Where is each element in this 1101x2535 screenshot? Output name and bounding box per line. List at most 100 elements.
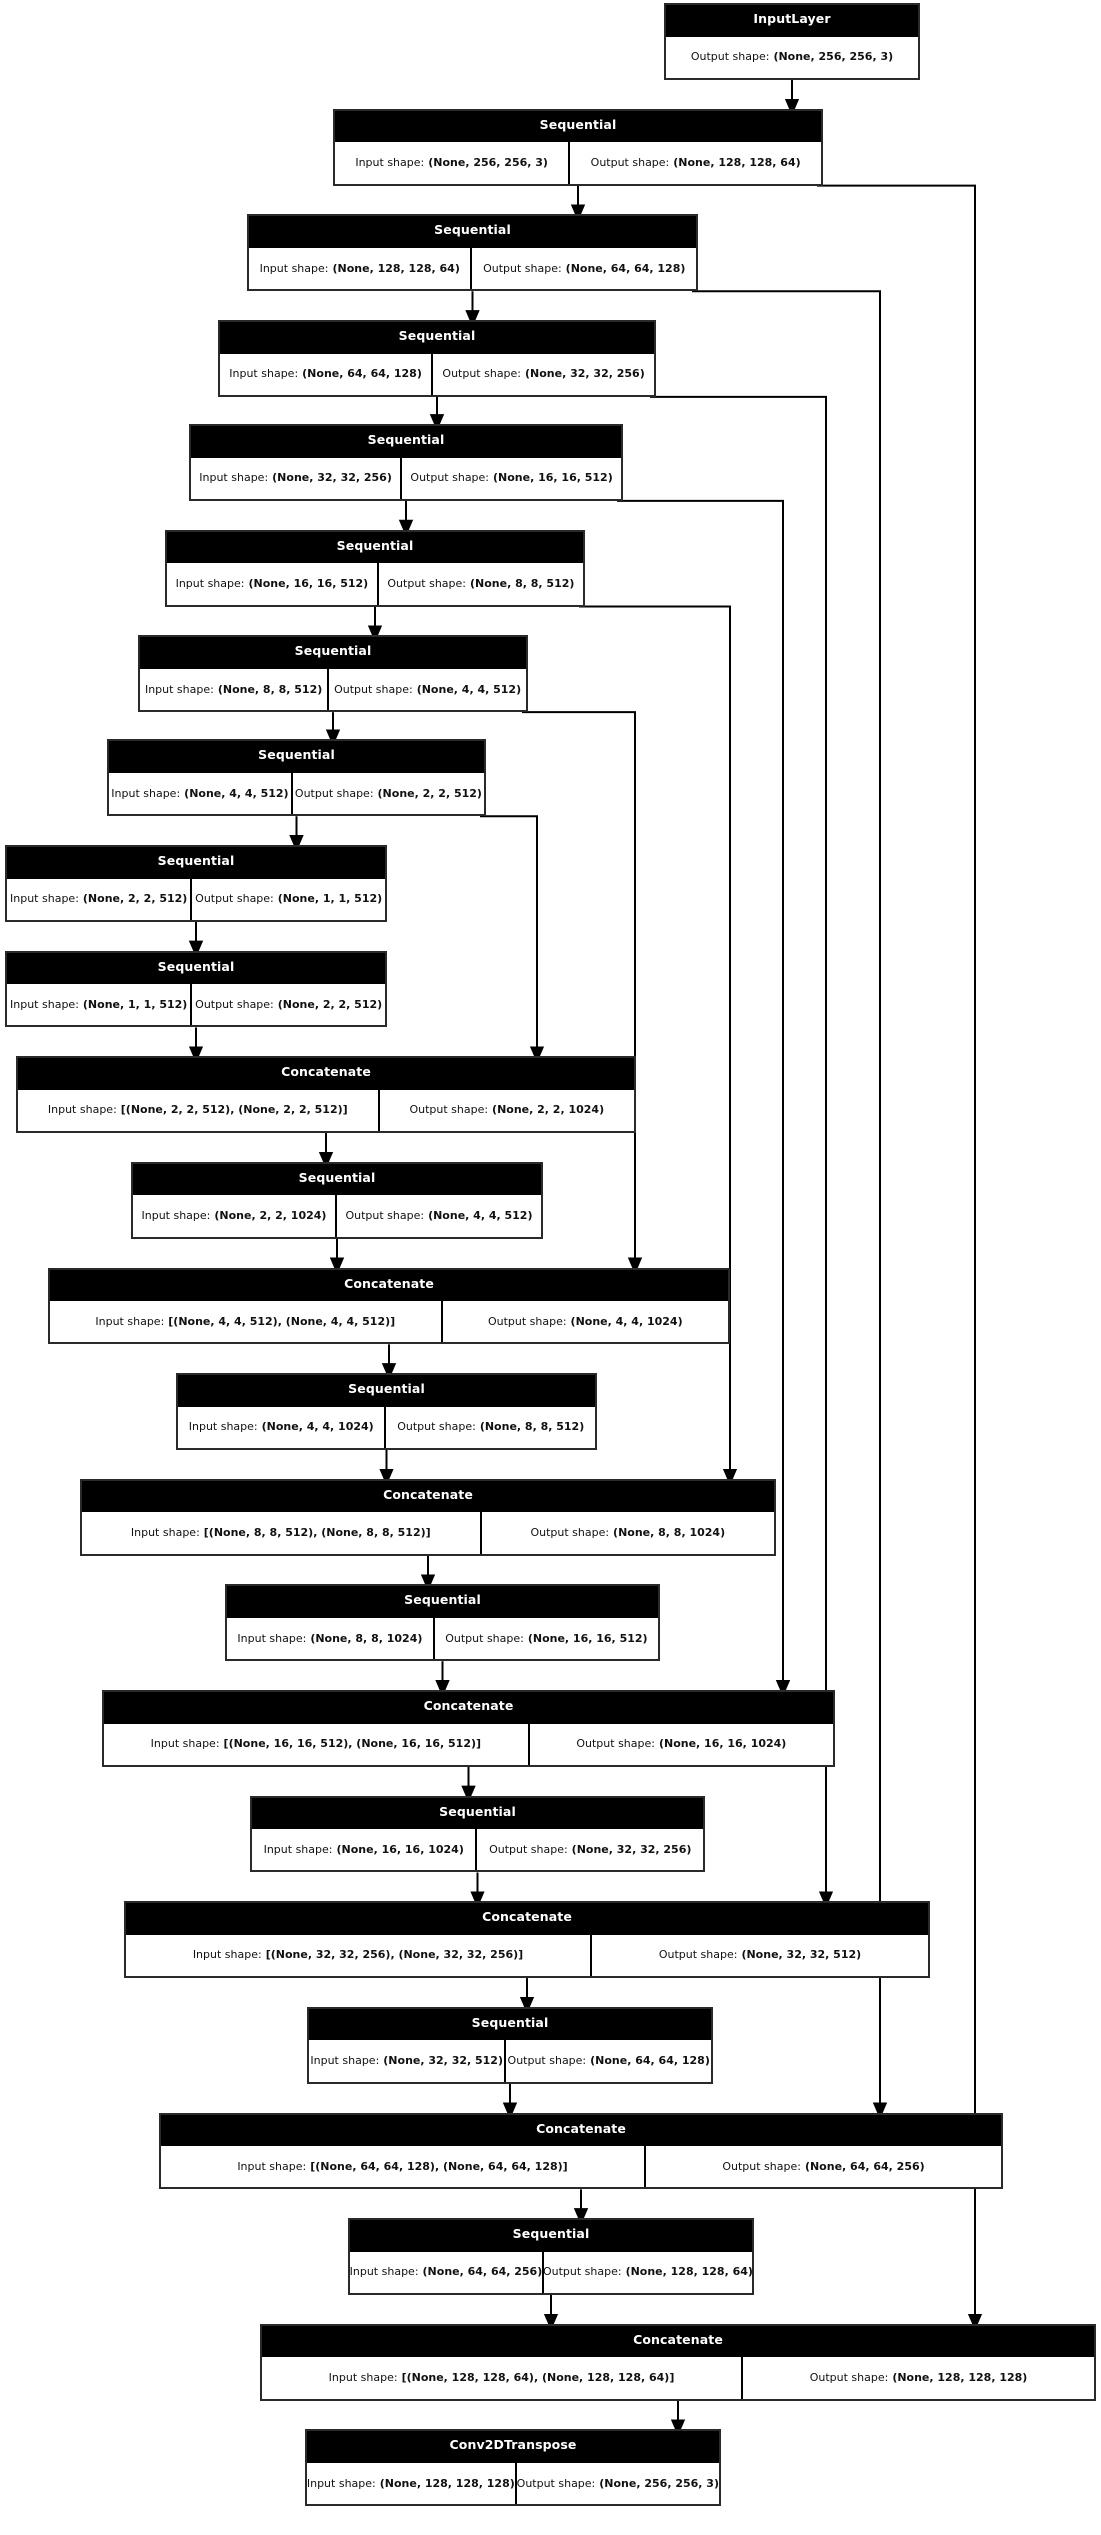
node-title: Concatenate	[262, 2325, 1094, 2356]
input-shape-value: (None, 32, 32, 512)	[383, 2054, 503, 2068]
node-title: Sequential	[220, 322, 654, 352]
output-shape-value: (None, 1, 1, 512)	[277, 892, 383, 906]
node-title: Sequential	[109, 741, 484, 771]
input-shape-value: (None, 2, 2, 512)	[82, 892, 188, 906]
output-shape-value: (None, 16, 16, 512)	[493, 471, 613, 485]
skip-edge-seq_enc_7-to-concat_1	[480, 815, 545, 1064]
input-shape-value: [(None, 2, 2, 512), (None, 2, 2, 512)]	[120, 1103, 348, 1117]
node-output-shape: Output shape:(None, 2, 2, 1024)	[380, 1090, 634, 1131]
node-shape-row: Input shape:(None, 1, 1, 512)Output shap…	[7, 982, 385, 1026]
output-shape-value: (None, 64, 64, 128)	[565, 261, 686, 275]
node-title: Sequential	[252, 1797, 703, 1828]
output-shape-label: Output shape:	[294, 786, 374, 800]
input-shape-value: (None, 1, 1, 512)	[82, 997, 188, 1011]
node-shape-row: Input shape:(None, 4, 4, 1024)Output sha…	[178, 1404, 595, 1448]
node-input-shape: Input shape:(None, 256, 256, 3)	[335, 142, 571, 184]
output-shape-value: (None, 256, 256, 3)	[599, 2476, 719, 2490]
node-title: Sequential	[350, 2220, 752, 2250]
output-shape-label: Output shape:	[530, 1525, 610, 1539]
node-title: Sequential	[7, 952, 385, 983]
output-shape-label: Output shape:	[387, 576, 466, 590]
node-shape-row: Input shape:(None, 64, 64, 128)Output sh…	[220, 351, 654, 395]
input-shape-label: Input shape:	[10, 892, 79, 906]
output-shape-label: Output shape:	[809, 2370, 889, 2384]
output-shape-value: (None, 2, 2, 512)	[377, 786, 482, 800]
node-input-shape: Input shape:(None, 4, 4, 512)	[109, 772, 293, 815]
input-shape-label: Input shape:	[47, 1103, 117, 1117]
output-shape-value: (None, 32, 32, 256)	[525, 367, 645, 381]
node-input-shape: Input shape:(None, 64, 64, 256)	[350, 2251, 544, 2293]
output-shape-value: (None, 64, 64, 256)	[804, 2159, 925, 2173]
node-input-shape: Input shape:[(None, 2, 2, 512), (None, 2…	[18, 1089, 380, 1132]
output-shape-value: (None, 16, 16, 1024)	[658, 1737, 787, 1751]
output-shape-label: Output shape:	[658, 1948, 738, 1962]
node-title: Sequential	[191, 426, 621, 456]
output-shape-value: (None, 8, 8, 512)	[479, 1420, 585, 1434]
node-output-shape: Output shape:(None, 1, 1, 512)	[192, 879, 385, 920]
input-shape-label: Input shape:	[144, 682, 214, 696]
input-shape-value: (None, 128, 128, 128)	[379, 2476, 515, 2490]
input-shape-label: Input shape:	[355, 155, 425, 169]
output-shape-label: Output shape:	[576, 1737, 655, 1751]
node-title: Sequential	[227, 1586, 658, 1616]
node-output-shape: Output shape:(None, 64, 64, 256)	[646, 2146, 1001, 2187]
node-input-shape: Input shape:(None, 16, 16, 1024)	[252, 1829, 478, 1871]
skip-edge-seq_enc_2-to-concat_6	[692, 290, 888, 2120]
input-shape-label: Input shape:	[175, 576, 245, 590]
node-output-shape: Output shape:(None, 4, 4, 1024)	[443, 1301, 728, 1342]
output-shape-label: Output shape:	[409, 1103, 489, 1117]
output-shape-value: (None, 4, 4, 1024)	[570, 1314, 683, 1328]
output-shape-value: (None, 256, 256, 3)	[773, 50, 894, 64]
output-shape-value: (None, 32, 32, 256)	[571, 1842, 692, 1856]
node-shape-row: Input shape:[(None, 64, 64, 128), (None,…	[161, 2144, 1001, 2188]
node-shape-row: Input shape:(None, 2, 2, 1024)Output sha…	[133, 1193, 541, 1237]
node-shape-row: Input shape:[(None, 2, 2, 512), (None, 2…	[18, 1087, 634, 1132]
input-shape-value: (None, 128, 128, 64)	[332, 261, 460, 275]
output-shape-value: (None, 8, 8, 512)	[470, 576, 575, 590]
input-shape-value: (None, 64, 64, 256)	[422, 2265, 543, 2279]
node-input-shape: Input shape:(None, 4, 4, 1024)	[178, 1406, 387, 1448]
input-shape-label: Input shape:	[310, 2054, 380, 2068]
node-input-shape: Input shape:(None, 16, 16, 512)	[167, 563, 379, 605]
output-shape-label: Output shape:	[590, 155, 670, 169]
input-shape-value: (None, 256, 256, 3)	[428, 155, 548, 169]
node-output-shape: Output shape:(None, 16, 16, 512)	[435, 1618, 658, 1659]
node-output-shape: Output shape:(None, 128, 128, 128)	[743, 2357, 1094, 2398]
node-input-shape: Input shape:(None, 32, 32, 512)	[309, 2040, 507, 2082]
node-shape-row: Input shape:[(None, 32, 32, 256), (None,…	[126, 1932, 928, 1977]
output-shape-label: Output shape:	[487, 1314, 567, 1328]
input-shape-label: Input shape:	[130, 1525, 200, 1539]
node-title: Sequential	[7, 847, 385, 877]
input-shape-value: (None, 16, 16, 1024)	[336, 1842, 464, 1856]
output-shape-label: Output shape:	[516, 2476, 596, 2490]
node-shape-row: Input shape:(None, 32, 32, 256)Output sh…	[191, 455, 621, 499]
node-shape-row: Input shape:(None, 16, 16, 512) Output sh…	[167, 561, 583, 605]
output-shape-label: Output shape:	[489, 1842, 568, 1856]
node-title: Sequential	[140, 637, 526, 667]
